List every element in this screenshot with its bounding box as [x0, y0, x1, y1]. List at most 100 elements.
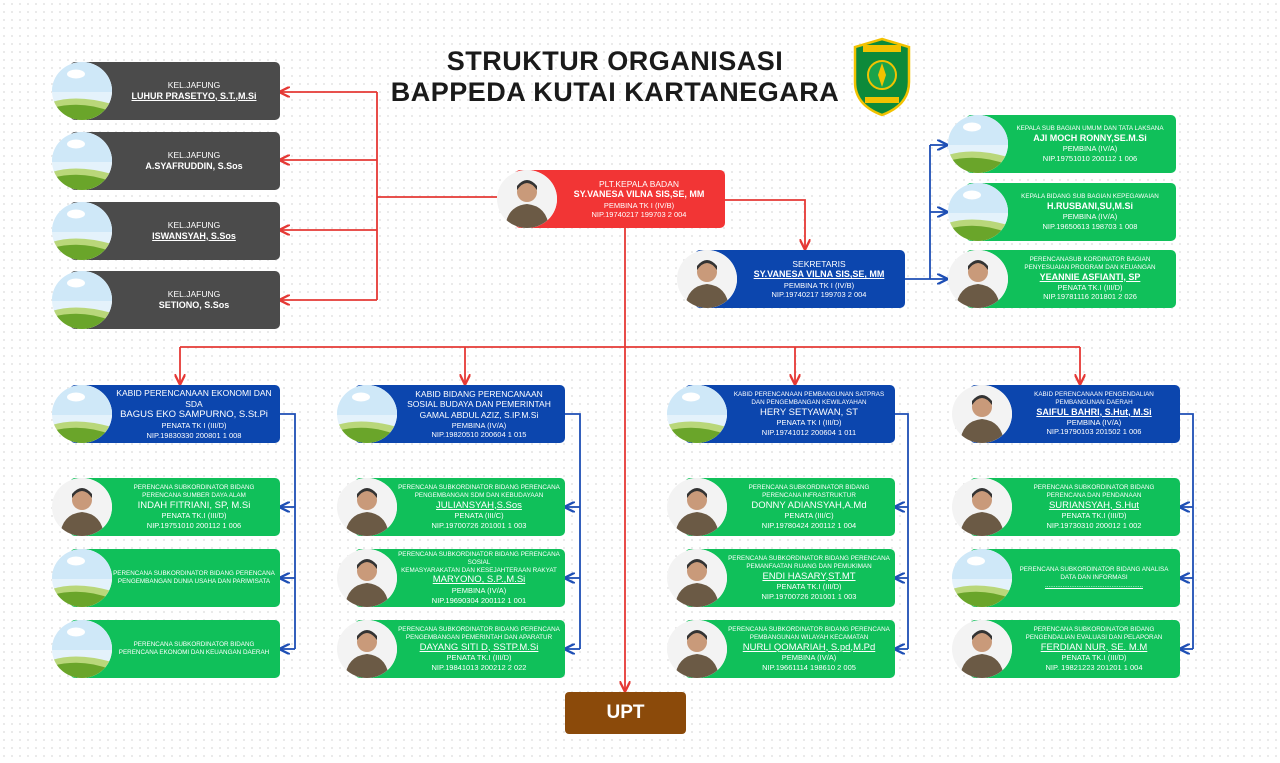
card-role-text: PENGENDALIAN EVALUASI DAN PELAPORAN	[1025, 633, 1163, 641]
card-role-text: PERENCANA SUBKORDINATOR BIDANG	[133, 641, 255, 649]
person-photo-avatar	[337, 620, 397, 678]
staff-card[interactable]: PERENCANA SUBKORDINATOR BIDANG PERENCANA…	[667, 620, 895, 678]
card-role-text: PERENCANA SUBKORDINATOR BIDANG	[133, 483, 255, 491]
kutai-kartanegara-emblem-logo	[853, 37, 911, 117]
card-role-text: PERENCANA EKONOMI DAN KEUANGAN DAERAH	[118, 649, 270, 656]
person-photo-avatar	[667, 478, 727, 536]
card-nip-text: NIP.19781116 201801 2 026	[1043, 292, 1137, 302]
staff-card[interactable]: PERENCANA SUBKORDINATOR BIDANG PERENCANA…	[667, 549, 895, 607]
card-role-text: ........................................…	[1045, 581, 1143, 589]
card-role-text: PENGEMBANGAN PEMERINTAH DAN APARATUR	[405, 633, 553, 641]
card-name-text: INDAH FITRIANI, SP, M.Si	[137, 499, 251, 511]
upt-box[interactable]: UPT	[565, 692, 686, 734]
card-nip-text: NIP.19790103 201502 1 006	[1046, 427, 1142, 437]
kabid-trunk-line	[280, 413, 296, 649]
card-rank-text: PEMBINA (IV/A)	[1062, 144, 1118, 154]
card-role-text: PERENCANA SUBKORDINATOR BIDANG ANALISA	[1019, 566, 1169, 574]
card-rank-text: PEMBINA (IV/A)	[451, 420, 507, 430]
card-title-text: SOSIAL BUDAYA DAN PEMERINTAH	[407, 399, 551, 410]
person-photo-avatar	[952, 478, 1012, 536]
card-name-text: SY.VANESA VILNA SIS,SE, MM	[753, 269, 885, 280]
person-photo-avatar	[337, 478, 397, 536]
card-nip-text: NIP.19751010 200112 1 006	[1042, 153, 1138, 163]
card-rank-text: PENATA TK.I (III/D)	[161, 511, 227, 521]
card-role-text: PERENCANA DAN PENDANAAN	[1046, 491, 1142, 499]
card-nip-text: NIP.19830330 200801 1 008	[146, 430, 242, 440]
card-rank-text: PEMBINA (IV/A)	[781, 653, 837, 663]
title-line-1: STRUKTUR ORGANISASI	[446, 46, 784, 76]
card-role-text: DATA DAN INFORMASI	[1060, 574, 1128, 582]
placeholder-landscape-avatar	[948, 115, 1008, 173]
card-name-text: SURIANSYAH, S.Hut	[1048, 499, 1140, 511]
card-name-text: YEANNIE ASFIANTI, SP	[1039, 271, 1141, 282]
card-rank-text: PENATA TK I (III/D)	[776, 418, 842, 428]
card-nip-text: NIP.19661114 198610 2 005	[762, 662, 856, 672]
card-role-text: KEPALA BIDANG SUB BAGIAN KEPEGAWAIAN	[1021, 193, 1159, 201]
card-name-text: SY.VANESA VILNA SIS,SE, MM	[573, 189, 705, 200]
card-role-text: PENGEMBANGAN SDM DAN KEBUDAYAAN	[414, 491, 544, 499]
card-rank-text: PEMBINA (IV/A)	[451, 586, 507, 596]
placeholder-landscape-avatar	[52, 385, 112, 443]
card-title-text: GAMAL ABDUL AZIZ, S.IP.M.Si	[419, 409, 539, 420]
card-name-text: LUHUR PRASETYO, S.T.,M.Si	[131, 90, 257, 101]
card-name-text: DONNY ADIANSYAH,A.Md	[751, 499, 867, 511]
title-line-2: BAPPEDA KUTAI KARTANEGARA	[390, 77, 840, 107]
card-role-text: PEMANFAATAN RUANG DAN PEMUKIMAN	[746, 562, 872, 570]
card-role-text: KEPALA SUB BAGIAN UMUM DAN TATA LAKSANA	[1016, 125, 1164, 133]
card-name-text: A.SYAFRUDDIN, S.Sos	[145, 160, 243, 171]
card-title-text: KABID PERENCANAAN EKONOMI DAN SDA	[116, 388, 272, 409]
card-rank-text: PENATA TK I (III/D)	[161, 421, 227, 431]
staff-card[interactable]: PERENCANA SUBKORDINATOR BIDANG PERENCANA…	[337, 549, 565, 607]
card-name-text: ENDI HASARY,ST.MT	[762, 570, 856, 582]
placeholder-landscape-avatar	[52, 620, 112, 678]
staff-card[interactable]: PERENCANA SUBKORDINATOR BIDANG PERENCANA…	[337, 620, 565, 678]
card-rank-text: PENATA TK.I (III/D)	[446, 653, 512, 663]
card-title-text: KEL.JAFUNG	[167, 150, 221, 161]
placeholder-landscape-avatar	[52, 202, 112, 260]
card-nip-text: NIP.19700726 201001 1 003	[761, 591, 857, 601]
card-nip-text: NIP.19820510 200604 1 015	[431, 429, 527, 439]
card-nip-text: NIP.19751010 200112 1 006	[146, 520, 242, 530]
card-title-text: KEL.JAFUNG	[167, 220, 221, 231]
card-role-text: PEMBANGUNAN DAERAH	[1055, 399, 1133, 406]
card-nip-text: NIP.19780424 200112 1 004	[761, 520, 857, 530]
placeholder-landscape-avatar	[52, 271, 112, 329]
card-role-text: PENGEMBANGAN DUNIA USAHA DAN PARIWISATA	[117, 578, 271, 585]
card-rank-text: PENATA TK.I (III/D)	[1061, 653, 1127, 663]
card-nip-text: NIP.19650613 198703 1 008	[1042, 221, 1138, 231]
card-nip-text: NIP.19740217 199703 2 004	[771, 289, 867, 299]
card-role-text: DAN PENGEMBANGAN KEWILAYAHAN	[751, 398, 867, 406]
card-nip-text: NIP.19740217 199703 2 004	[591, 209, 687, 219]
card-nip-text: NIP.19700726 201001 1 003	[431, 520, 527, 530]
placeholder-landscape-avatar	[948, 183, 1008, 241]
placeholder-landscape-avatar	[952, 549, 1012, 607]
card-role-text: KABID PERENCANAAN PEMBANGUNAN SATPRAS	[733, 390, 885, 398]
card-name-text: SETIONO, S.Sos	[158, 299, 230, 310]
card-title-text: PLT.KEPALA BADAN	[599, 178, 679, 189]
card-role-text: KABID PERENCANAAN PENGENDALIAN	[1034, 391, 1154, 399]
staff-card[interactable]: PERENCANA SUBKORDINATOR BIDANG PERENCANA…	[52, 549, 280, 607]
person-photo-avatar	[52, 478, 112, 536]
staff-card[interactable]: PERENCANA SUBKORDINATOR BIDANG PERENCANA…	[337, 478, 565, 536]
card-role-text: PERENCANA SUBKORDINATOR BIDANG PERENCANA…	[398, 550, 560, 566]
